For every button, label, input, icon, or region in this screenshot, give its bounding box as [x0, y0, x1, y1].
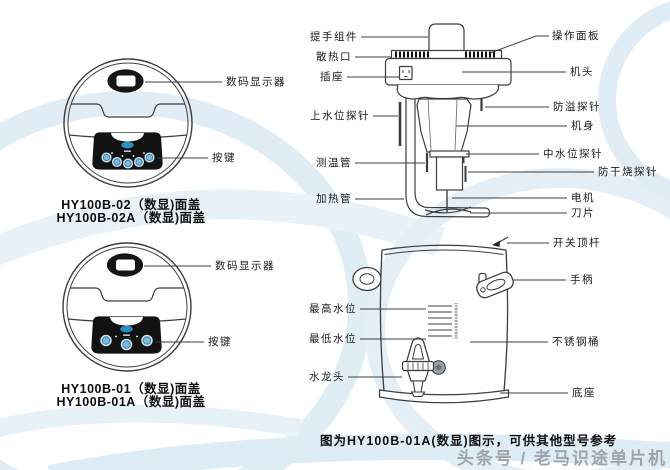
model-name-top-1: HY100B-02（数显)面盖 — [61, 198, 201, 212]
figure-caption: 图为HY100B-01A(数显)图示，可供其他型号参考 — [320, 434, 618, 448]
label-mid-water-probe: 中水位探针 — [543, 147, 603, 160]
cover-bottom-diagram — [62, 242, 211, 372]
left-ear — [352, 266, 382, 292]
panel-buttons — [99, 333, 154, 352]
label-dry-burn-probe: 防干烧探针 — [598, 165, 658, 178]
label-motor: 电机 — [571, 191, 595, 204]
label-min-water-level: 最低水位 — [309, 332, 357, 345]
watermark-credit: 头条号 / 老马识途单片机 — [456, 449, 667, 468]
water-level-gauge — [428, 303, 458, 339]
label-heating-tube: 加热管 — [316, 192, 352, 205]
label-barrel-handle: 手柄 — [570, 273, 594, 286]
label-buttons-bottom: 按键 — [208, 335, 232, 348]
label-machine-body: 机身 — [571, 119, 595, 132]
label-digital-display-bottom: 数码显示器 — [215, 259, 275, 272]
label-digital-display-top: 数码显示器 — [226, 75, 286, 88]
label-machine-head: 机头 — [570, 65, 594, 78]
panel-buttons — [100, 151, 156, 170]
label-socket: 插座 — [320, 70, 344, 83]
barrel-diagram — [348, 244, 568, 404]
label-steel-barrel: 不锈钢桶 — [552, 335, 600, 348]
label-temp-tube: 测温管 — [316, 156, 352, 169]
label-blade: 刀片 — [571, 206, 595, 219]
cover-top-diagram — [63, 58, 222, 188]
panel-logo — [121, 141, 134, 149]
label-base: 底座 — [572, 386, 596, 399]
socket-icon — [398, 65, 413, 81]
label-handle-assembly: 提手组件 — [310, 30, 358, 43]
label-faucet: 水龙头 — [309, 370, 345, 383]
model-name-top-2: HY100B-02A（数显)面盖 — [56, 211, 206, 225]
model-name-bottom-1: HY100B-01（数显)面盖 — [61, 382, 201, 396]
label-upper-water-probe: 上水位探针 — [310, 109, 370, 122]
motor — [435, 156, 464, 191]
label-buttons-top: 按键 — [212, 151, 236, 164]
label-heat-vent: 散热口 — [316, 50, 352, 63]
model-name-bottom-2: HY100B-01A（数显)面盖 — [56, 395, 206, 409]
label-overflow-probe: 防溢探针 — [553, 100, 601, 113]
blade — [424, 206, 472, 216]
machine-diagram — [347, 23, 594, 247]
heating-tube — [405, 98, 486, 218]
handle-assembly — [428, 23, 465, 52]
label-switch-rod: 开关顶杆 — [553, 236, 601, 249]
steel-barrel — [381, 244, 507, 251]
label-operation-panel: 操作面板 — [552, 29, 600, 42]
faucet — [401, 337, 446, 398]
barrel-handle — [476, 271, 514, 299]
label-max-water-level: 最高水位 — [309, 302, 357, 315]
panel-logo — [120, 325, 133, 333]
